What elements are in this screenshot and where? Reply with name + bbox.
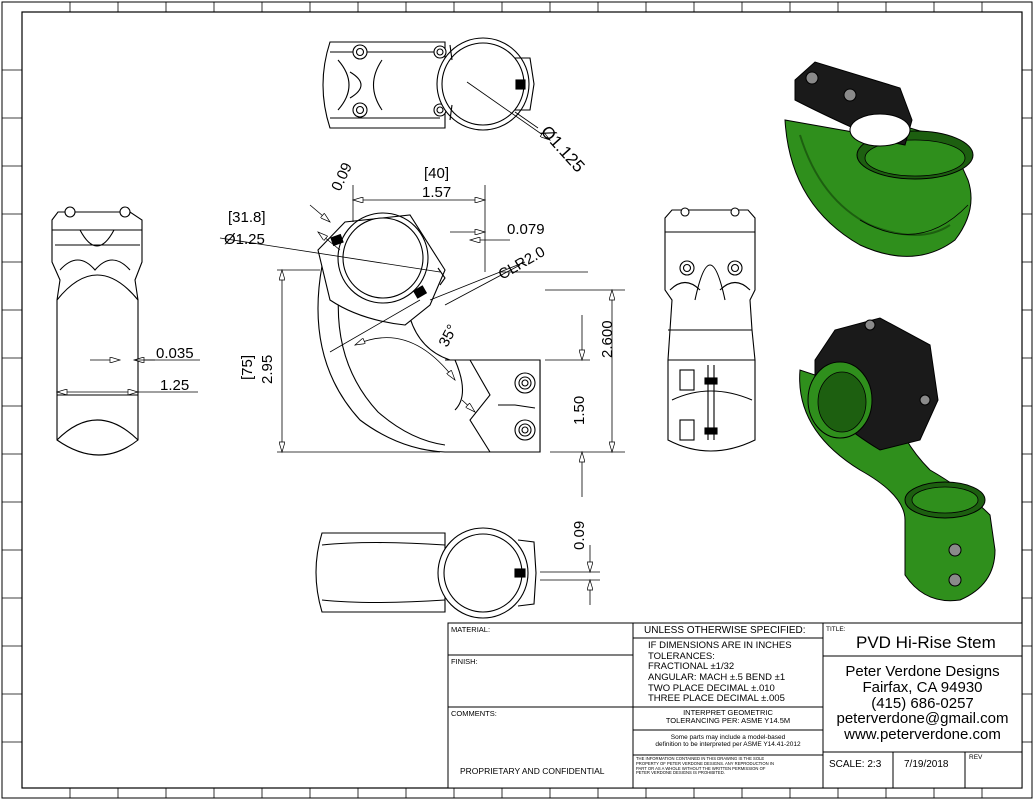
- company-line: Peter Verdone Designs: [845, 663, 1000, 680]
- left-dimensions: [57, 360, 200, 392]
- tolerances-block: IF DIMENSIONS ARE IN INCHES TOLERANCES: …: [648, 640, 792, 705]
- bottom-view: [315, 527, 537, 619]
- top-view: [322, 37, 535, 131]
- material-label: MATERIAL:: [451, 625, 491, 634]
- dim-clamp-metric: [31.8]: [228, 209, 266, 226]
- company-line: (415) 686-0257: [871, 694, 974, 712]
- dim-length: 1.57: [422, 184, 451, 201]
- dim-bottom-gap: 0.09: [571, 521, 588, 550]
- tolerance-line: THREE PLACE DECIMAL ±.005: [648, 693, 785, 705]
- tolerance-line: TOLERANCES:: [648, 650, 715, 662]
- dim-left-width: 1.25: [160, 377, 189, 394]
- model-note: Some parts may include a model-based def…: [633, 734, 823, 748]
- comments-label: COMMENTS:: [451, 709, 497, 718]
- dim-left-offset: 0.035: [156, 345, 194, 362]
- top-diameter-leader: [466, 81, 550, 140]
- tolerance-line: IF DIMENSIONS ARE IN INCHES: [648, 640, 792, 651]
- tolerance-line: ANGULAR: MACH ±.5 BEND ±1: [648, 671, 786, 683]
- dim-stack: 2.600: [599, 320, 616, 358]
- main-view: [317, 212, 541, 453]
- left-view: [51, 206, 143, 456]
- dim-height: 2.95: [259, 355, 276, 384]
- bottom-dimensions: [540, 545, 600, 605]
- company-line: peterverdone@gmail.com: [836, 710, 1009, 728]
- dim-angle: 35°: [436, 322, 462, 350]
- interpret-note: INTERPRET GEOMETRIC TOLERANCING PER: ASM…: [633, 708, 823, 726]
- dim-clamp-diameter: Ø1.25: [224, 231, 265, 248]
- proprietary-label: PROPRIETARY AND CONFIDENTIAL: [460, 766, 605, 776]
- top-diameter-label: Ø1.125: [537, 122, 588, 176]
- model-note-line: definition to be interpreted per ASME Y1…: [655, 741, 801, 749]
- drawing-title: PVD Hi-Rise Stem: [856, 633, 996, 652]
- tolerance-line: FRACTIONAL ±1/32: [648, 661, 735, 673]
- company-line: www.peterverdone.com: [844, 726, 1001, 743]
- right-view: [664, 207, 756, 452]
- proprietary-note-line: THE INFORMATION CONTAINED IN THIS DRAWIN…: [636, 756, 765, 761]
- proprietary-note-line: PETER VERDONE DESIGNS IS PROHIBITED.: [636, 770, 725, 776]
- dim-offset: 0.079: [507, 221, 545, 238]
- company-block: Peter Verdone Designs Fairfax, CA 94930 …: [823, 664, 1022, 743]
- model-note-line: Some parts may include a model-based: [670, 734, 786, 741]
- company-line: Fairfax, CA 94930: [862, 678, 983, 696]
- finish-label: FINISH:: [451, 657, 478, 666]
- isometric-view-top: [784, 61, 974, 257]
- proprietary-note: THE INFORMATION CONTAINED IN THIS DRAWIN…: [636, 756, 774, 776]
- dim-thickness-top: 0.09: [328, 160, 356, 194]
- title-label: TITLE:: [826, 626, 846, 633]
- scale-label: SCALE: 2:3: [829, 759, 882, 770]
- main-dimensions: [219, 185, 625, 497]
- tolerance-line: TWO PLACE DECIMAL ±.010: [648, 682, 775, 694]
- rev-label: REV: [969, 754, 983, 761]
- dim-length-metric: [40]: [424, 165, 449, 182]
- interpret-line: INTERPRET GEOMETRIC: [683, 708, 773, 717]
- interpret-line: TOLERANCING PER: ASME Y14.5M: [665, 716, 791, 726]
- unless-specified: UNLESS OTHERWISE SPECIFIED:: [644, 625, 806, 636]
- dim-clearance: CLR2.0: [496, 243, 549, 283]
- title-block-grid: [447, 622, 1023, 789]
- dim-height-metric: [75]: [239, 355, 256, 380]
- proprietary-note-line: PART OR AS A WHOLE WITHOUT THE WRITTEN P…: [636, 765, 766, 771]
- dim-steerer-clamp: 1.50: [571, 396, 588, 425]
- date-label: 7/19/2018: [904, 759, 949, 770]
- isometric-view-bottom: [799, 317, 996, 602]
- proprietary-note-line: PROPERTY OF PETER VERDONE DESIGNS. ANY R…: [636, 760, 774, 766]
